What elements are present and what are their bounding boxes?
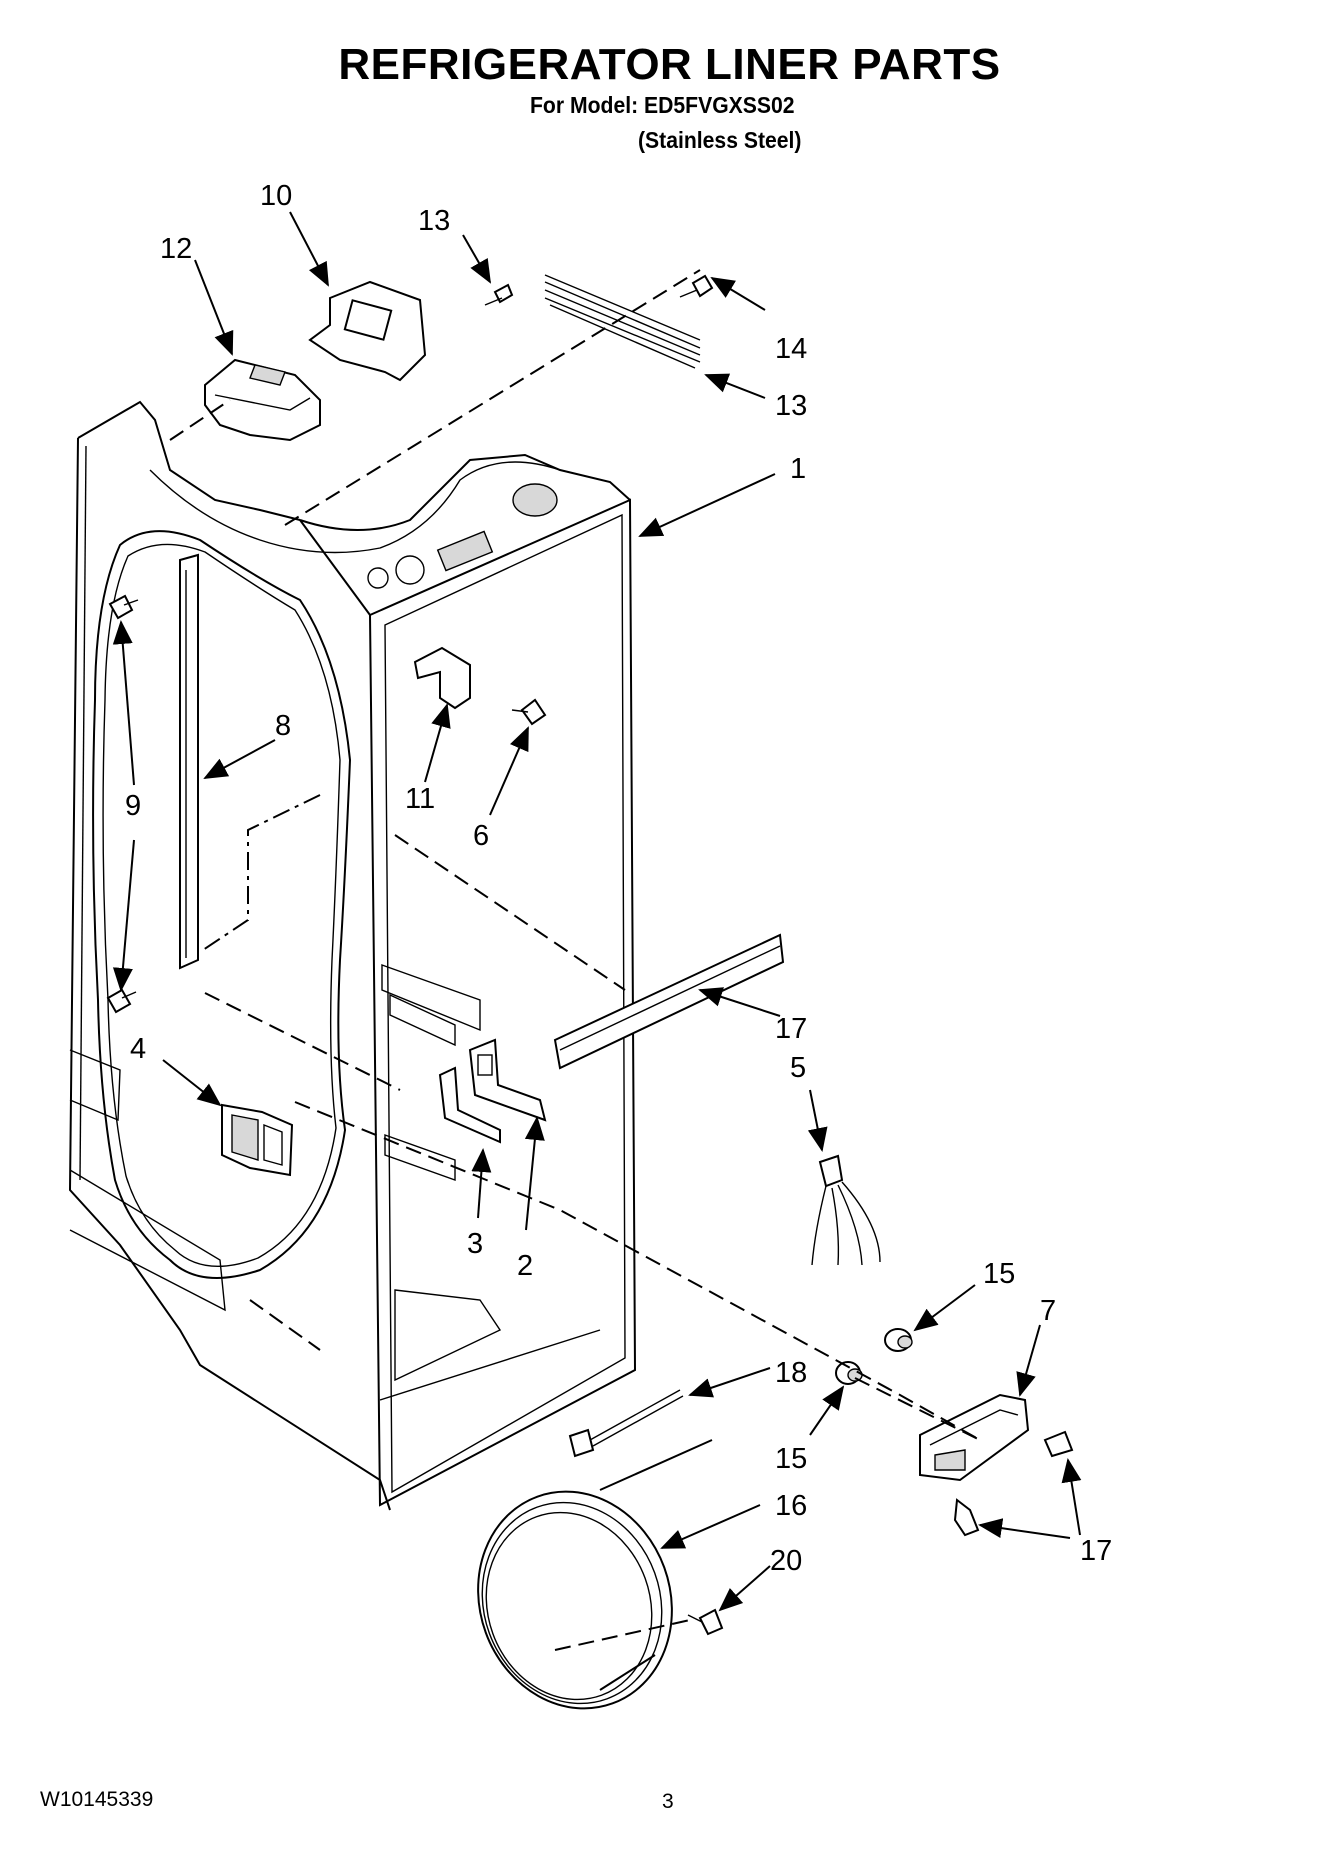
part-15-cap-upper xyxy=(884,1328,913,1352)
callout-6: 6 xyxy=(473,820,489,852)
part-10-bracket xyxy=(308,280,427,382)
callout-20: 20 xyxy=(770,1545,802,1577)
callout-2: 2 xyxy=(517,1250,533,1282)
model-line: For Model: ED5FVGXSS02 xyxy=(530,92,795,118)
part-12-control-housing xyxy=(204,358,321,442)
part-14-screw-left xyxy=(484,283,514,306)
callout-18: 17 xyxy=(775,1013,807,1045)
page-number: 3 xyxy=(662,1790,674,1813)
callout-labels: 10 12 13 14 13 1 8 9 11 6 17 5 4 3 2 15 … xyxy=(125,180,1112,1577)
page-title: REFRIGERATOR LINER PARTS xyxy=(338,40,1001,89)
callout-11: 11 xyxy=(405,783,435,815)
part-20-screw xyxy=(687,1608,724,1636)
assembly-lines xyxy=(169,269,981,1651)
part-16-tubing-coil xyxy=(477,1439,713,1710)
liner-body xyxy=(68,400,637,1511)
part-4-switch xyxy=(221,1103,294,1177)
document-number: W10145339 xyxy=(40,1788,154,1811)
callout-19: 18 xyxy=(775,1357,807,1389)
callout-14-left: 13 xyxy=(418,205,450,237)
part-3-bracket xyxy=(438,1066,501,1144)
part-18-cover xyxy=(553,933,785,1070)
callout-1: 1 xyxy=(790,453,806,485)
callout-15-lower: 15 xyxy=(775,1443,807,1475)
callout-4: 4 xyxy=(130,1033,146,1065)
callout-7: 7 xyxy=(1040,1295,1056,1327)
callout-3: 3 xyxy=(467,1228,483,1260)
part-11-small-bracket xyxy=(413,646,471,710)
part-19-cable-tie xyxy=(568,1389,684,1458)
part-17-screws xyxy=(953,1430,1074,1537)
callout-13: 13 xyxy=(775,390,807,422)
callout-5: 5 xyxy=(790,1052,806,1084)
callout-8: 8 xyxy=(275,710,291,742)
callout-12: 12 xyxy=(160,233,192,265)
part-6-screw xyxy=(511,698,547,726)
part-13-trim-strip xyxy=(544,274,701,369)
finish-line: (Stainless Steel) xyxy=(638,127,802,153)
part-5-wire-harness xyxy=(811,1154,881,1266)
part-9-screws xyxy=(106,594,139,1014)
callout-16: 16 xyxy=(775,1490,807,1522)
callout-14-right: 14 xyxy=(775,333,807,365)
leader-arrows xyxy=(112,211,1082,1612)
part-2-bracket xyxy=(468,1038,547,1122)
callout-9: 9 xyxy=(125,790,141,822)
callout-17: 17 xyxy=(1080,1535,1112,1567)
callout-10: 10 xyxy=(260,180,292,212)
callout-15-upper: 15 xyxy=(983,1258,1015,1290)
